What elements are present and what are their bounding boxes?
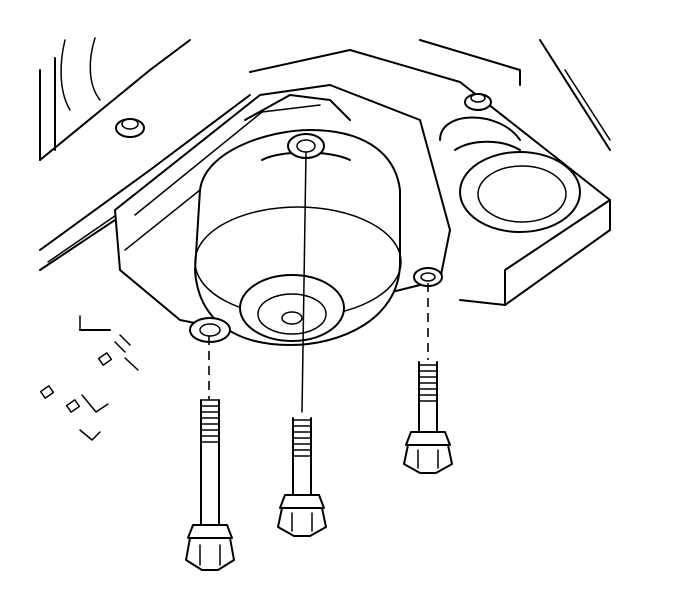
housing-right — [249, 39, 611, 306]
frame-rail — [39, 37, 251, 331]
recess-right — [439, 116, 581, 233]
mount-body — [194, 94, 402, 346]
bolt-right — [403, 361, 453, 474]
frame-markings — [39, 334, 139, 441]
boss-left — [115, 93, 492, 138]
mount-holes — [189, 133, 443, 343]
bolt-left — [185, 399, 235, 571]
bolt-center — [277, 417, 327, 537]
leader-lines — [208, 151, 429, 413]
